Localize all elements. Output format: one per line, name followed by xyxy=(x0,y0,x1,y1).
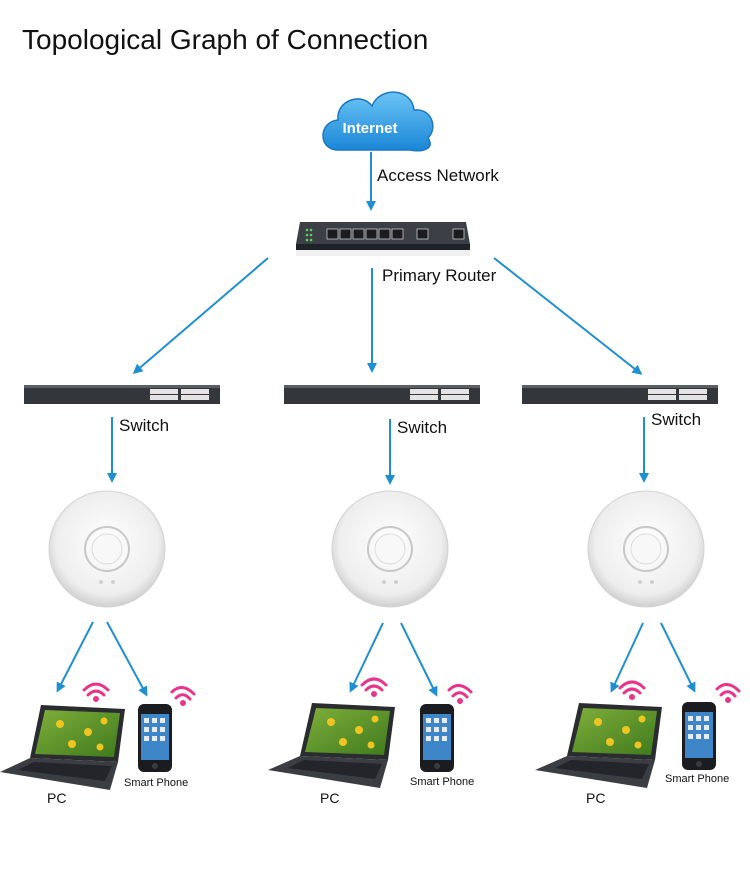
arrows xyxy=(56,152,696,697)
wifi-icon xyxy=(447,684,473,704)
internet-label: Internet xyxy=(342,120,397,137)
wifi-icon xyxy=(618,680,646,700)
arrow-ap-phone-3 xyxy=(660,622,696,693)
switch-label: Switch xyxy=(397,418,448,437)
access-network-label: Access Network xyxy=(377,166,499,185)
switch-label: Switch xyxy=(119,416,170,435)
arrow-router-switch-3 xyxy=(493,257,643,375)
arrow-ap-pc-2 xyxy=(349,622,384,693)
pc-label: PC xyxy=(320,790,340,806)
switch-icon xyxy=(284,385,480,404)
primary-router-label: Primary Router xyxy=(382,266,497,285)
wifi-icon xyxy=(82,682,110,702)
cloud-icon xyxy=(322,91,434,152)
arrow-ap-phone-1 xyxy=(106,621,148,697)
laptop-icon xyxy=(535,703,662,788)
switch-label: Switch xyxy=(651,410,702,429)
switch-icon xyxy=(24,385,220,404)
access-point-icon xyxy=(587,490,705,608)
smart-phone-label: Smart Phone xyxy=(124,777,189,789)
wifi-icon xyxy=(360,677,388,697)
arrow-ap-pc-1 xyxy=(56,621,94,693)
smartphone-icon xyxy=(138,704,172,772)
pc-label: PC xyxy=(586,790,606,806)
access-point-icon xyxy=(331,490,449,608)
smartphone-icon xyxy=(682,702,716,770)
router-icon xyxy=(296,222,470,256)
pc-label: PC xyxy=(47,790,67,806)
laptop-icon xyxy=(268,703,395,788)
arrow-ap-pc-3 xyxy=(610,622,644,693)
smartphone-icon xyxy=(420,704,454,772)
diagram-title: Topological Graph of Connection xyxy=(22,24,429,55)
laptop-icon xyxy=(0,705,125,790)
switch-icon xyxy=(522,385,718,404)
wifi-icon xyxy=(170,686,196,706)
arrow-ap-phone-2 xyxy=(400,622,438,697)
smart-phone-label: Smart Phone xyxy=(665,773,730,785)
arrow-router-switch-1 xyxy=(132,257,269,374)
wifi-icon xyxy=(715,683,741,703)
access-point-icon xyxy=(48,490,166,608)
smart-phone-label: Smart Phone xyxy=(410,776,475,788)
